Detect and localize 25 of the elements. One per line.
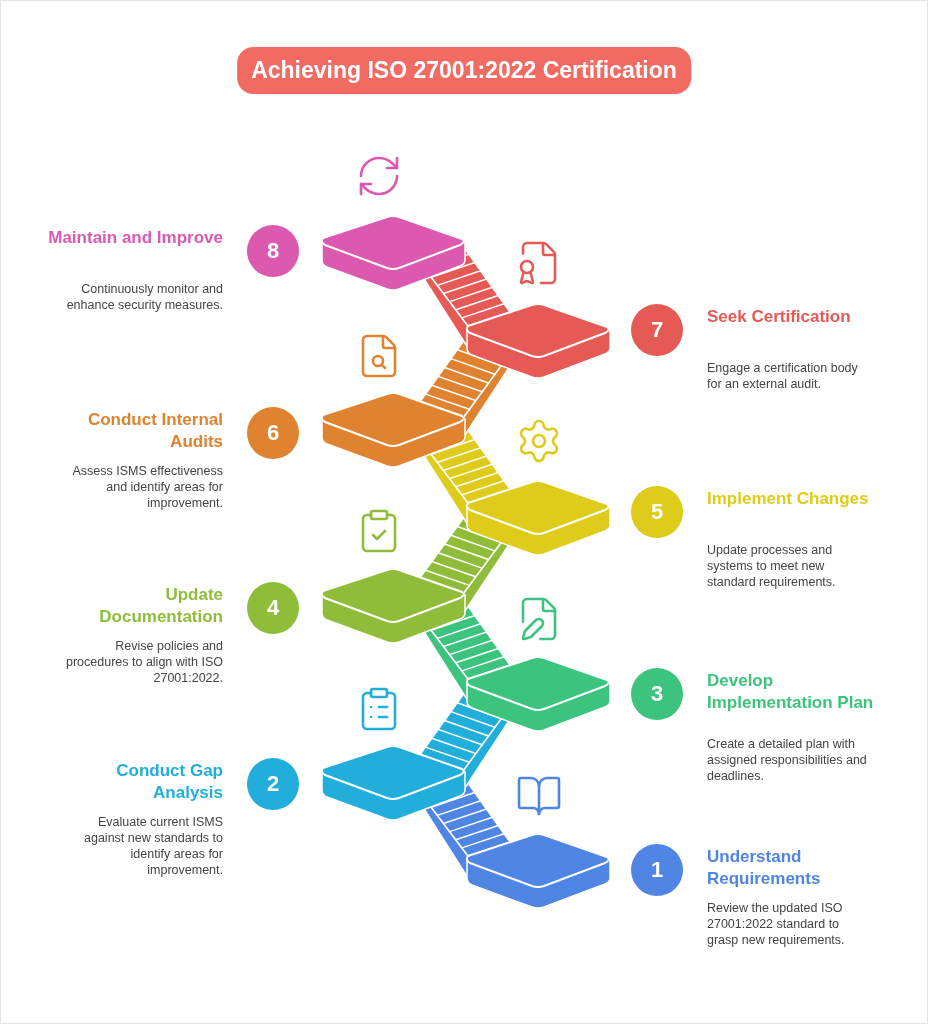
step-heading: Implement Changes (707, 488, 870, 510)
step-heading: Update Documentation (98, 584, 223, 628)
step-description: Assess ISMS effectiveness and identify areas for improvement. (71, 463, 223, 511)
step-description: Engage a certification body for an external audit. (707, 360, 859, 392)
step-heading: Develop Implementation Plan (707, 670, 875, 714)
step-description: Review the updated ISO 27001:2022 standard to grasp new requirements. (707, 900, 846, 948)
step-number-circle: 7 (631, 304, 683, 356)
step-description: Revise policies and procedures to align with ISO 27001:2022. (64, 638, 223, 686)
step-number-circle: 2 (247, 758, 299, 810)
step-number-circle: 4 (247, 582, 299, 634)
step-number-circle: 8 (247, 225, 299, 277)
step-description: Create a detailed plan with assigned responsibilities and deadlines. (707, 736, 868, 784)
step-number-circle: 3 (631, 668, 683, 720)
step-heading: Conduct Gap Analysis (115, 760, 223, 804)
step-number-circle: 1 (631, 844, 683, 896)
title-banner: Achieving ISO 27001:2022 Certification (237, 47, 691, 94)
step-heading: Conduct Internal Audits (86, 409, 223, 453)
step-heading: Maintain and Improve (48, 227, 223, 249)
step-description: Evaluate current ISMS against new standards to identify areas for improvement. (83, 814, 223, 878)
step-description: Continuously monitor and enhance security measures. (65, 281, 223, 313)
step-description: Update processes and systems to meet new standard requirements. (707, 542, 837, 590)
step-heading: Understand Requirements (707, 846, 822, 890)
step-number-circle: 5 (631, 486, 683, 538)
step-heading: Seek Certification (707, 306, 852, 328)
step-number-circle: 6 (247, 407, 299, 459)
